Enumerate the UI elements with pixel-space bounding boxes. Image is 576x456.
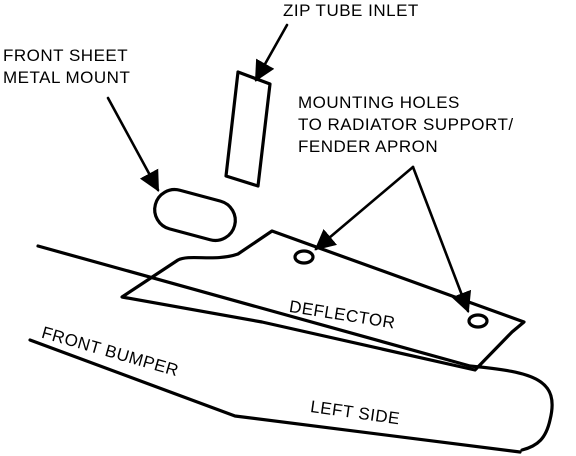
leader-mounting-hole-upper [314, 165, 415, 251]
zip-tube-inlet [224, 70, 272, 188]
mounting-holes-label: MOUNTING HOLES TO RADIATOR SUPPORT/ FEND… [298, 92, 514, 158]
leader-front-sheet-metal-mount [106, 96, 160, 192]
zip-tube-inlet-label: ZIP TUBE INLET [283, 1, 419, 20]
front-sheet-metal-mount [153, 187, 237, 243]
mounting-hole-lower [467, 313, 489, 329]
deflector-plate [120, 229, 526, 372]
front-sheet-label-line-2: METAL MOUNT [3, 68, 131, 87]
mounting-hole-upper [293, 249, 315, 265]
mounting-holes-label-line-2: TO RADIATOR SUPPORT/ [298, 115, 514, 134]
front-sheet-metal-mount-label: FRONT SHEET METAL MOUNT [3, 45, 130, 89]
mounting-holes-label-line-1: MOUNTING HOLES [298, 93, 460, 112]
leader-mounting-hole-lower [411, 165, 472, 313]
bumper-lower-edge [28, 338, 522, 454]
front-sheet-label-line-1: FRONT SHEET [3, 46, 129, 65]
leader-zip-tube-inlet [254, 23, 289, 82]
mounting-holes-label-line-3: FENDER APRON [298, 137, 439, 156]
bumper-upper-edge [36, 244, 554, 452]
